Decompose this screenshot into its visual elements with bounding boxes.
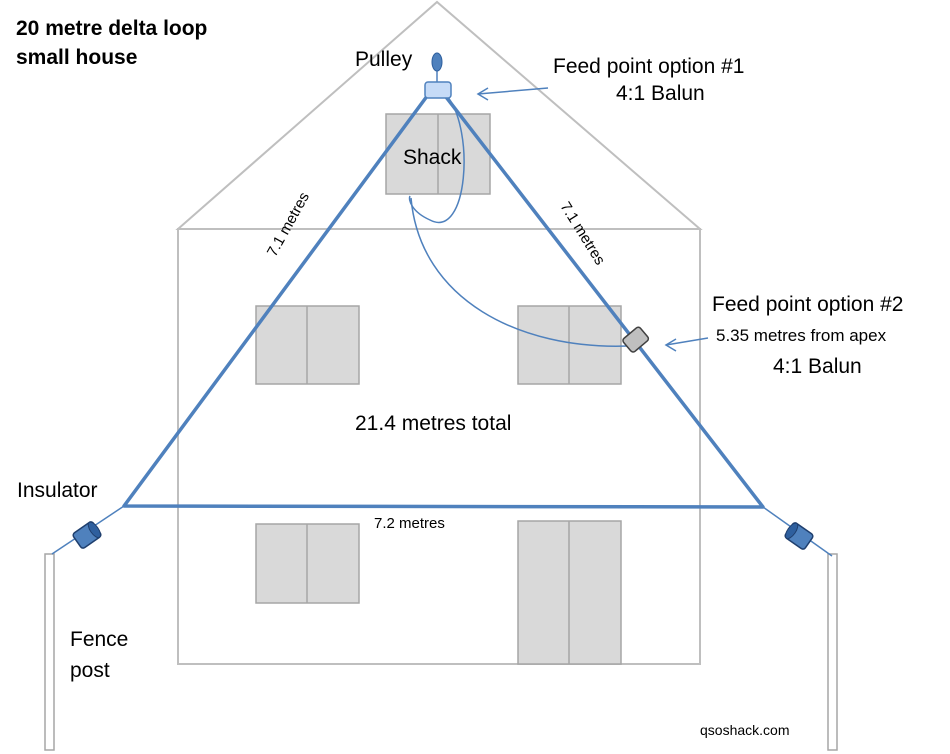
total-length: 21.4 metres total (355, 412, 512, 435)
balun-1-icon (424, 81, 452, 99)
feedline-2 (410, 197, 629, 347)
arrow-feed-1 (476, 87, 549, 101)
balun-2-icon (622, 326, 650, 353)
diagram-title: 20 metre delta loop small house (16, 14, 207, 72)
fence-post-right (827, 553, 838, 751)
door (517, 520, 622, 665)
source-credit: qsoshack.com (700, 722, 790, 738)
feed-point-2-title: Feed point option #2 (712, 293, 904, 316)
window-lower-left (255, 523, 360, 604)
title-line-1: 20 metre delta loop (16, 17, 208, 40)
delta-loop (122, 82, 765, 509)
arrow-feed-2 (664, 337, 709, 352)
fence-post-left (44, 553, 55, 751)
feed-point-2-balun: 4:1 Balun (773, 355, 862, 378)
window-upper-left (255, 305, 360, 385)
window-upper-right (517, 305, 622, 385)
pulley-icon (431, 52, 443, 72)
feed-point-1-title: Feed point option #1 (553, 55, 745, 78)
insulator-right-icon (784, 522, 814, 550)
house-wall (177, 228, 701, 665)
feed-point-2-distance: 5.35 metres from apex (716, 326, 887, 345)
insulator-label: Insulator (17, 479, 98, 502)
shack-label: Shack (403, 146, 462, 169)
insulator-left-icon (72, 521, 102, 549)
fence-post-label: Fence post (70, 624, 128, 686)
fence-label-line-1: Fence (70, 628, 129, 651)
title-line-2: small house (16, 46, 138, 69)
pulley-label: Pulley (355, 48, 413, 71)
feed-point-1-balun: 4:1 Balun (616, 82, 705, 105)
fence-label-line-2: post (70, 659, 110, 682)
base-length: 7.2 metres (374, 515, 445, 532)
